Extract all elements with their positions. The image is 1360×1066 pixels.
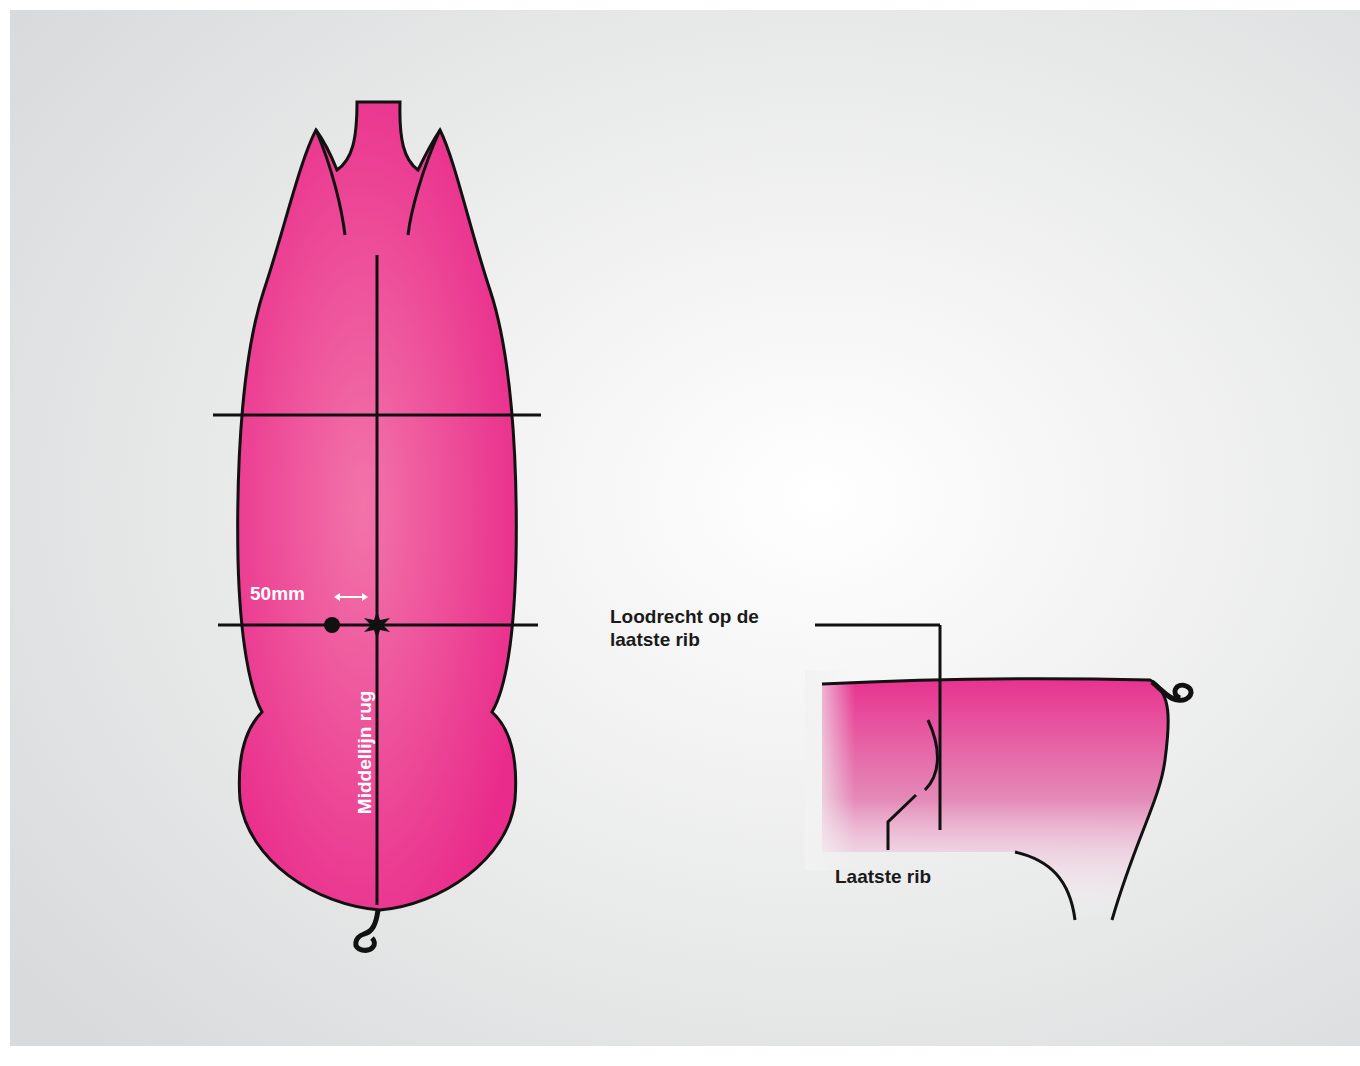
hind-leg: [1015, 852, 1075, 920]
dimension-label: 50mm: [250, 583, 305, 606]
cross-line: [213, 414, 541, 417]
carcass-top-view: [238, 102, 517, 910]
tail: [356, 910, 378, 950]
last-rib: [925, 720, 937, 790]
leader-line: [815, 624, 940, 627]
perpendicular-line: [939, 625, 942, 830]
measure-point: [324, 617, 340, 633]
tail: [1152, 682, 1191, 700]
background: [10, 10, 1360, 1046]
dimension-arrow: [334, 593, 368, 601]
side-outline: [822, 679, 1168, 920]
star-marker: [364, 611, 390, 639]
ear-line: [408, 130, 440, 235]
midline: [376, 255, 379, 905]
rib-label: Laatste rib: [835, 866, 931, 889]
leader-line: [888, 795, 916, 850]
perpendicular-label: Loodrecht op de laatste rib: [610, 606, 805, 652]
ear-line: [316, 130, 345, 235]
midline-label: Middellijn rug: [355, 690, 378, 814]
fade: [805, 670, 1005, 870]
